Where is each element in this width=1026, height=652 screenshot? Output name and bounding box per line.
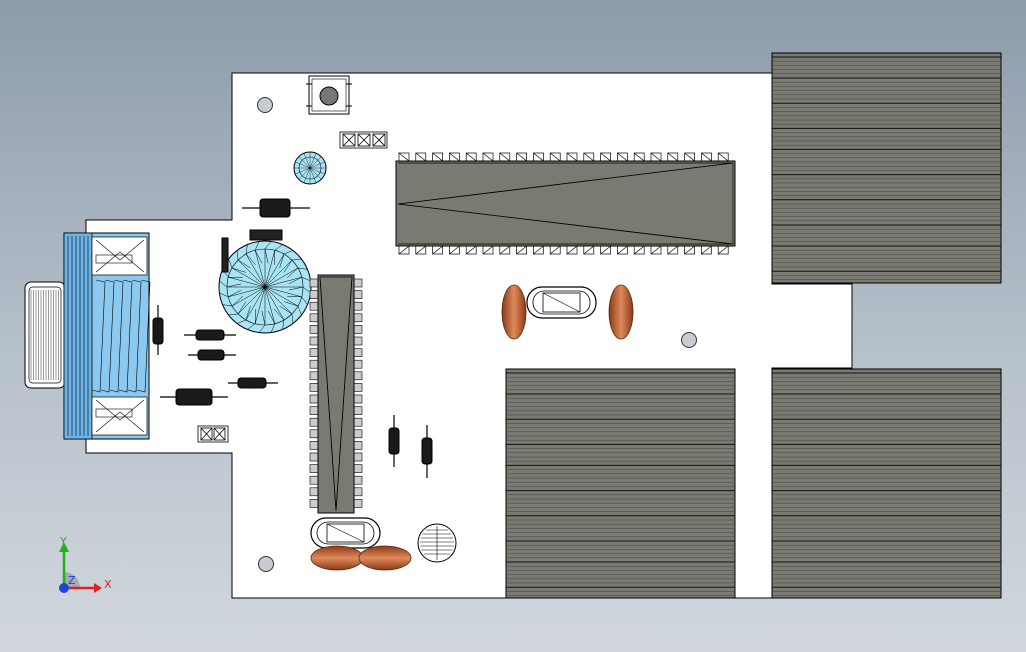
round-sensor (417, 523, 457, 563)
ceramic-capacitor (310, 545, 364, 571)
connector-latch (91, 236, 148, 436)
dip-ic-vertical (309, 274, 363, 514)
db9-connector (24, 232, 151, 440)
dip-ic-large (395, 152, 736, 255)
ceramic-capacitors (310, 284, 634, 571)
heatsink (771, 52, 1002, 284)
resistors (152, 198, 433, 478)
axis-triad-icon: Y X Z (59, 535, 112, 593)
mounting-hole (681, 332, 697, 348)
jumper-header (339, 131, 388, 149)
buzzer-component (218, 229, 312, 334)
push-button (306, 75, 352, 115)
heatsinks (505, 52, 1002, 599)
heatsink (771, 368, 1002, 599)
axis-label-y: Y (59, 535, 67, 548)
ceramic-capacitor (501, 284, 527, 340)
resistor (388, 415, 400, 467)
resistor (242, 198, 310, 218)
axis-label-x: X (104, 578, 112, 591)
crystal-oscillator (310, 517, 381, 549)
mounting-holes (257, 97, 697, 572)
ceramic-capacitor (608, 284, 634, 340)
mounting-hole (258, 556, 274, 572)
resistor (421, 425, 433, 478)
heatsink (505, 368, 736, 599)
trimmer-component (293, 151, 327, 185)
resistor (188, 349, 236, 361)
axis-label-z: Z (68, 574, 76, 587)
ceramic-capacitor (358, 545, 412, 571)
crystal-oscillator (526, 286, 597, 319)
resistor (228, 377, 278, 389)
resistor (160, 388, 228, 406)
mounting-hole (257, 97, 273, 113)
resistor (152, 305, 164, 355)
resistor (184, 329, 236, 341)
pin-header-small (197, 425, 229, 443)
